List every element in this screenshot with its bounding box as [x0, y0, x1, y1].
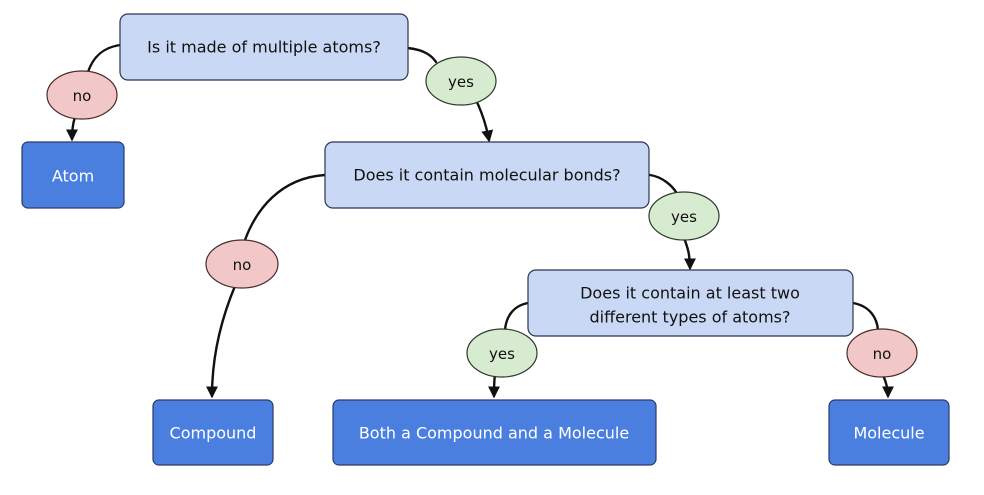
result-text-atom: Atom: [52, 167, 94, 186]
question-text-two-types-line2: different types of atoms?: [590, 308, 791, 327]
connector-yes-to-both: [488, 372, 501, 399]
connector-yes-to-q2: [473, 96, 494, 143]
answer-yes-both: yes: [466, 328, 538, 378]
answer-no-atom: no: [46, 70, 118, 120]
result-text-molecule: Molecule: [853, 424, 924, 443]
question-text-multiple-atoms: Is it made of multiple atoms?: [147, 38, 381, 57]
answer-yes-both-label: yes: [489, 345, 515, 363]
answer-yes-molecular-bonds: yes: [648, 191, 720, 241]
question-node-molecular-bonds: Does it contain molecular bonds?: [324, 141, 650, 209]
result-text-both: Both a Compound and a Molecule: [359, 424, 629, 443]
answer-yes-multiple-atoms: yes: [425, 56, 497, 106]
connector-q1-to-yes: [406, 46, 438, 64]
connector-q2-to-yes: [648, 173, 678, 194]
answer-no-molecule-label: no: [873, 345, 892, 363]
connector-q2-to-no: [243, 173, 327, 242]
connector-no-to-molecule: [881, 373, 894, 399]
connector-yes-to-q3: [682, 236, 696, 271]
connector-q1-to-no: [86, 43, 122, 74]
answer-no-molecule: no: [846, 328, 918, 378]
answer-no-atom-label: no: [73, 87, 92, 105]
question-text-two-types-line1: Does it contain at least two: [580, 284, 800, 303]
result-node-both: Both a Compound and a Molecule: [332, 399, 657, 466]
connector-q3-to-yes: [503, 301, 530, 332]
result-node-atom: Atom: [21, 141, 125, 209]
answer-no-compound-label: no: [233, 256, 252, 274]
answer-yes-multiple-atoms-label: yes: [448, 73, 474, 91]
result-node-compound: Compound: [152, 399, 274, 466]
connector-no-to-compound: [206, 284, 237, 399]
question-node-multiple-atoms: Is it made of multiple atoms?: [119, 13, 409, 81]
question-text-molecular-bonds: Does it contain molecular bonds?: [353, 166, 620, 185]
connector-q3-to-no: [851, 301, 880, 332]
question-node-two-types: Does it contain at least two different t…: [527, 269, 854, 337]
answer-yes-molecular-bonds-label: yes: [671, 208, 697, 226]
connector-no-to-atom: [66, 115, 79, 142]
result-node-molecule: Molecule: [828, 399, 950, 466]
result-text-compound: Compound: [170, 424, 257, 443]
answer-no-compound: no: [205, 239, 279, 289]
